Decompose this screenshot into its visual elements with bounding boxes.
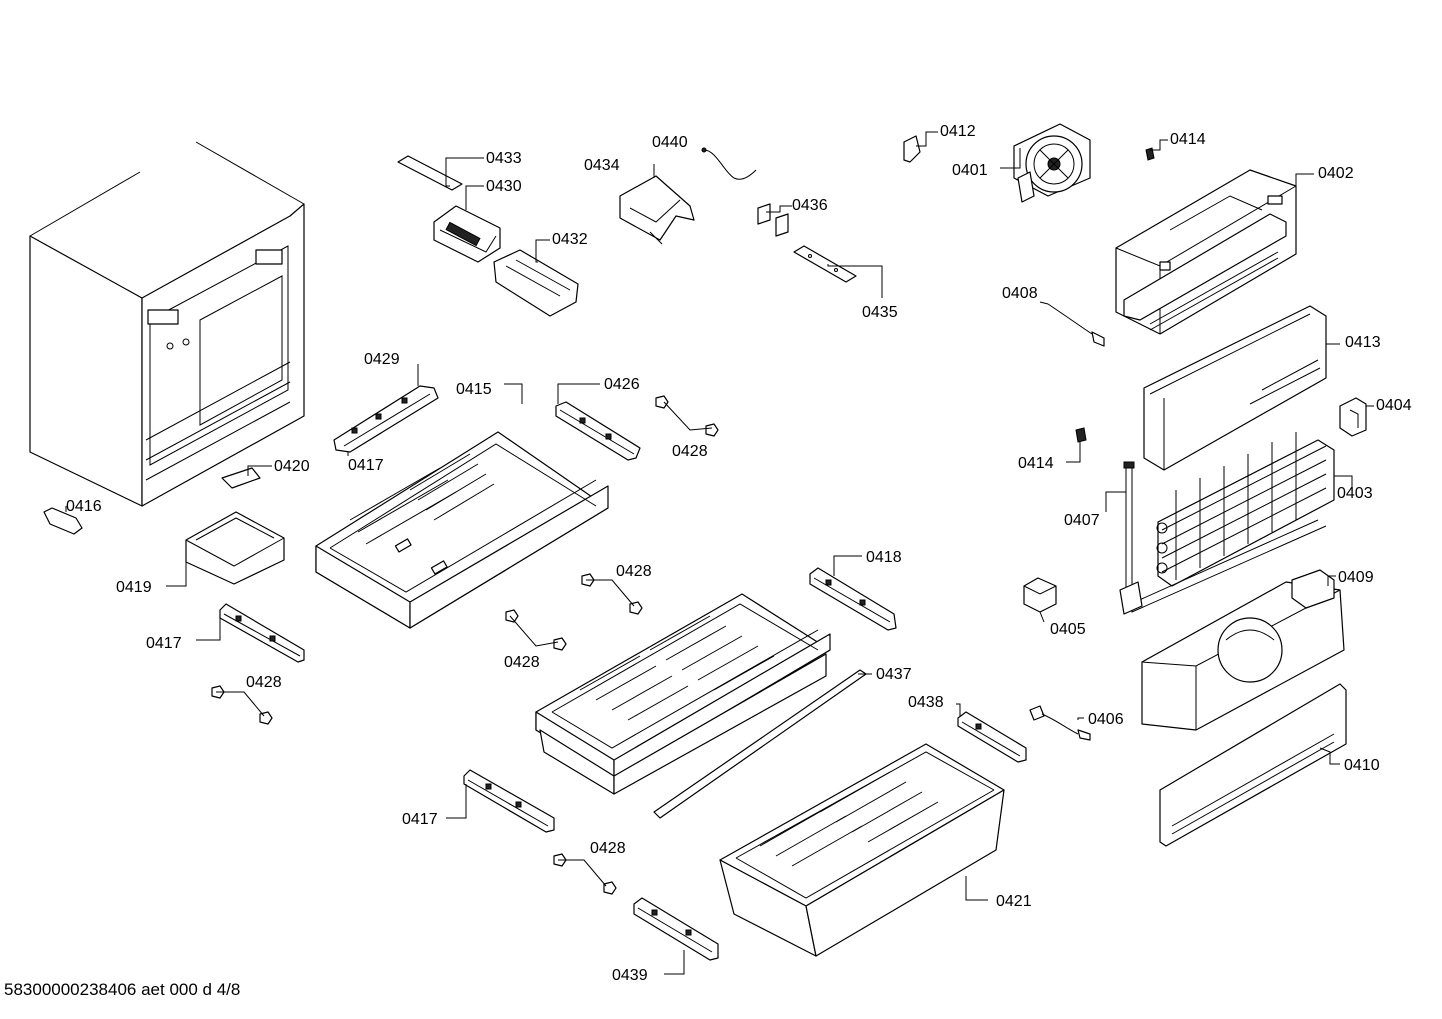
callout-labels: 0433 0430 0432 0440 0434 0436 0435 0412 …: [66, 123, 1412, 984]
label-0412: 0412: [940, 123, 976, 140]
label-0426: 0426: [604, 376, 640, 393]
part-0418-rail: [809, 567, 897, 631]
label-0418: 0418: [866, 549, 902, 566]
part-0438-rail: [957, 711, 1027, 763]
part-0434-bracket: [619, 175, 695, 245]
part-0419-small-box: [185, 511, 285, 585]
part-0433-strip: [397, 155, 463, 191]
part-0435-plate: [793, 245, 857, 283]
label-0406: 0406: [1088, 711, 1124, 728]
part-0440-wire: [701, 147, 757, 180]
part-0428-nuts-d: [505, 609, 567, 651]
label-0410: 0410: [1344, 757, 1380, 774]
label-0407: 0407: [1064, 512, 1100, 529]
part-0415-drawer-top: [315, 431, 609, 629]
label-0413: 0413: [1345, 334, 1381, 351]
part-0403-evaporator: [1156, 432, 1335, 587]
label-0430: 0430: [486, 178, 522, 195]
label-0434: 0434: [584, 157, 620, 174]
part-0417-rail-left: [219, 603, 305, 663]
label-0428-d: 0428: [504, 654, 540, 671]
part-drawer-middle: [535, 593, 831, 795]
label-0408: 0408: [1002, 285, 1038, 302]
part-0414-screw-mid: [1075, 427, 1087, 443]
part-0421-drawer-bottom: [719, 743, 1005, 957]
label-0416: 0416: [66, 498, 102, 515]
label-0403: 0403: [1337, 485, 1373, 502]
leader-lines: [65, 131, 1374, 975]
label-0415: 0415: [456, 381, 492, 398]
label-0432: 0432: [552, 231, 588, 248]
label-0437: 0437: [876, 666, 912, 683]
label-0405: 0405: [1050, 621, 1086, 638]
part-0401-fan: [1013, 123, 1091, 203]
part-0417-rail-centre: [463, 769, 555, 833]
label-0428-a: 0428: [672, 443, 708, 460]
part-0436-clips: [757, 203, 789, 237]
label-0417-a: 0417: [348, 457, 384, 474]
part-0426-rail: [555, 401, 641, 461]
part-0414-screw-top: [1145, 147, 1155, 161]
label-0440: 0440: [652, 134, 688, 151]
label-0419: 0419: [116, 579, 152, 596]
document-reference: 58300000238406 aet 000 d 4/8: [4, 980, 241, 999]
part-0428-nuts-a: [655, 395, 719, 437]
label-0428-c: 0428: [616, 563, 652, 580]
part-0429-rail: [333, 385, 439, 453]
cabinet-housing: [29, 141, 305, 507]
part-0410-panel: [1159, 683, 1347, 847]
part-0412-clip: [903, 135, 921, 163]
part-0428-nuts-e: [553, 853, 617, 895]
part-0432-bracket: [493, 249, 579, 317]
part-0409-drain-housing: [1141, 569, 1345, 731]
part-0404-clip: [1339, 397, 1367, 437]
label-0428-b: 0428: [246, 674, 282, 691]
label-0414-mid: 0414: [1018, 455, 1054, 472]
label-0401: 0401: [952, 162, 988, 179]
label-0429: 0429: [364, 351, 400, 368]
part-0408-sensor: [1047, 303, 1105, 347]
part-0420-tag: [221, 467, 261, 489]
part-0416-clip: [43, 507, 83, 535]
label-0409: 0409: [1338, 569, 1374, 586]
part-0406-sensor: [1029, 705, 1091, 741]
part-0405-clip: [1023, 577, 1057, 613]
part-0407-heater-rod: [1119, 461, 1327, 615]
label-0417-b: 0417: [146, 635, 182, 652]
part-0413-plate: [1143, 305, 1327, 471]
label-0428-e: 0428: [590, 840, 626, 857]
part-0439-rail: [633, 897, 719, 961]
label-0402: 0402: [1318, 165, 1354, 182]
label-0439: 0439: [612, 967, 648, 984]
label-0433: 0433: [486, 150, 522, 167]
label-0438: 0438: [908, 694, 944, 711]
part-0430-holder: [433, 205, 501, 263]
label-0404: 0404: [1376, 397, 1412, 414]
label-0436: 0436: [792, 197, 828, 214]
label-0414-top: 0414: [1170, 131, 1206, 148]
part-0402-evaporator-cover: [1115, 169, 1297, 335]
label-0421: 0421: [996, 893, 1032, 910]
label-0435: 0435: [862, 304, 898, 321]
label-0420: 0420: [274, 458, 310, 475]
label-0417-c: 0417: [402, 811, 438, 828]
